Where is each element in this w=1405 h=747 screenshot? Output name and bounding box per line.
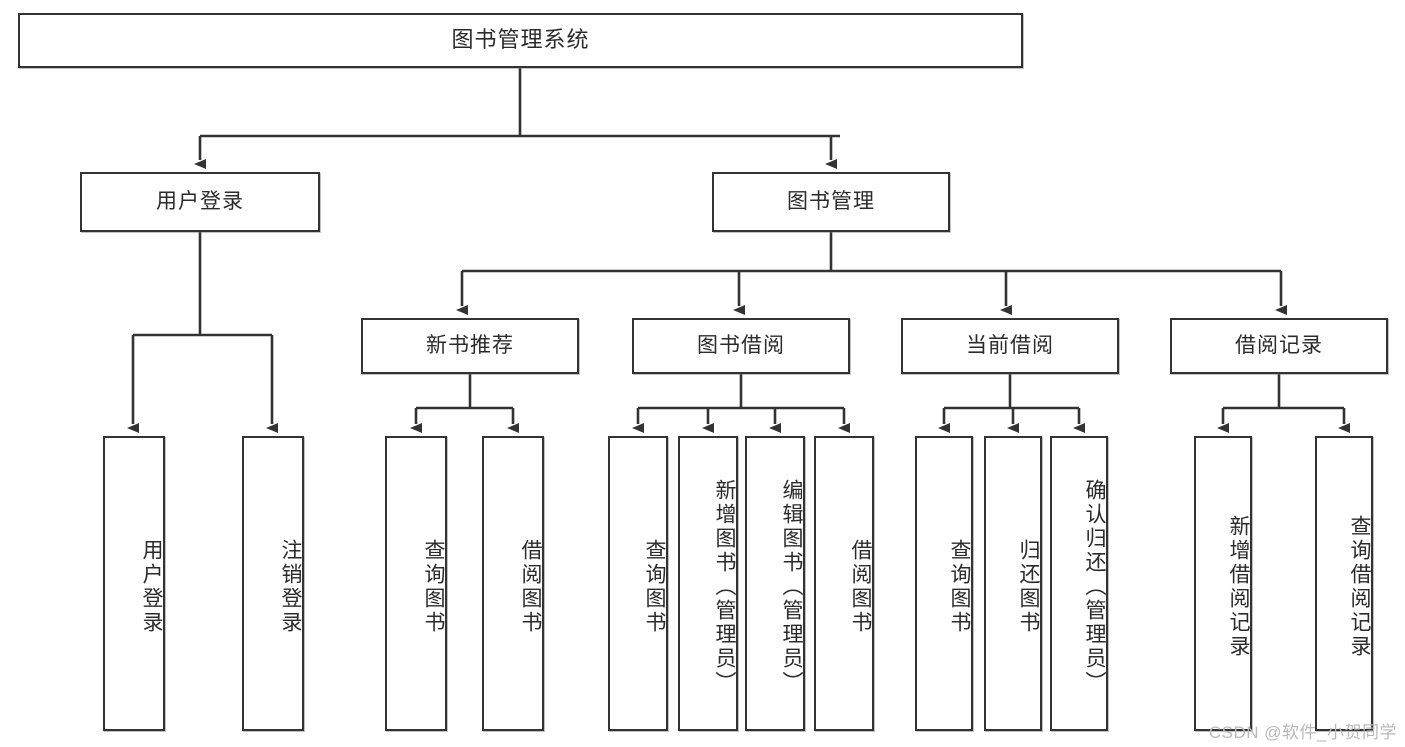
node-label: 查询图书 <box>643 538 666 635</box>
node-label: 借阅图书 <box>519 538 542 635</box>
node-label: 归还图书 <box>1017 538 1040 635</box>
node-label: 查询图书 <box>422 538 445 635</box>
node-label: 用户登录 <box>156 190 244 214</box>
leaf-return-book[interactable]: 归还图书 <box>984 436 1042 731</box>
node-label: 查询借阅记录 <box>1348 514 1371 659</box>
watermark-text: CSDN @软件_小贺同学 <box>1208 723 1397 742</box>
leaf-query-book-cb[interactable]: 查询图书 <box>915 436 973 731</box>
node-new-book-recommendation[interactable]: 新书推荐 <box>361 318 579 374</box>
node-book-management[interactable]: 图书管理 <box>712 172 950 232</box>
node-label: 图书管理系统 <box>451 27 590 53</box>
node-current-borrowing[interactable]: 当前借阅 <box>901 318 1119 374</box>
leaf-edit-book-admin[interactable]: 编辑图书（管理员） <box>745 436 805 731</box>
node-book-borrowing[interactable]: 图书借阅 <box>632 318 850 374</box>
leaf-query-book-bb[interactable]: 查询图书 <box>608 436 668 731</box>
leaf-user-login[interactable]: 用户登录 <box>103 436 165 731</box>
node-label: 借阅图书 <box>849 538 872 635</box>
node-label: 注销登录 <box>279 538 302 635</box>
node-label: 查询图书 <box>948 538 971 635</box>
node-borrowing-record[interactable]: 借阅记录 <box>1170 318 1388 374</box>
node-label: 新书推荐 <box>426 334 514 358</box>
leaf-logout[interactable]: 注销登录 <box>242 436 304 731</box>
node-user-login[interactable]: 用户登录 <box>80 172 320 232</box>
node-label: 当前借阅 <box>966 334 1054 358</box>
node-label: 新增图书（管理员） <box>713 478 736 695</box>
leaf-borrow-book-nbr[interactable]: 借阅图书 <box>482 436 544 731</box>
node-label: 图书管理 <box>787 190 875 214</box>
node-label: 用户登录 <box>140 538 163 635</box>
node-label: 新增借阅记录 <box>1227 514 1250 659</box>
node-label: 图书借阅 <box>697 334 785 358</box>
leaf-confirm-return-admin[interactable]: 确认归还（管理员） <box>1050 436 1108 731</box>
leaf-query-borrow-record[interactable]: 查询借阅记录 <box>1315 436 1373 731</box>
leaf-borrow-book-bb[interactable]: 借阅图书 <box>814 436 874 731</box>
node-label: 编辑图书（管理员） <box>780 478 803 695</box>
leaf-add-borrow-record[interactable]: 新增借阅记录 <box>1194 436 1252 731</box>
node-label: 确认归还（管理员） <box>1083 478 1106 695</box>
leaf-add-book-admin[interactable]: 新增图书（管理员） <box>678 436 738 731</box>
node-root-book-management-system[interactable]: 图书管理系统 <box>18 13 1023 68</box>
leaf-query-book-nbr[interactable]: 查询图书 <box>385 436 447 731</box>
node-label: 借阅记录 <box>1235 334 1323 358</box>
